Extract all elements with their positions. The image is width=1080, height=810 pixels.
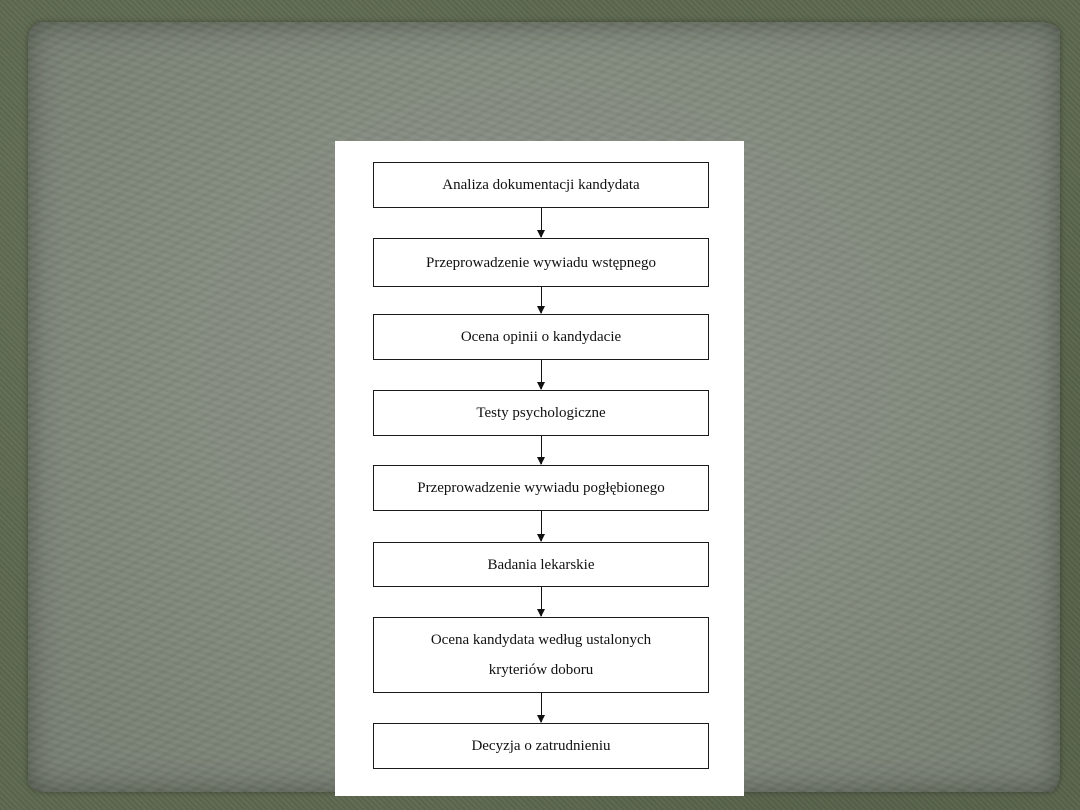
step-label-8: Decyzja o zatrudnieniu	[471, 738, 611, 754]
arrow-2-to-3	[537, 287, 545, 314]
flowchart-panel: Analiza dokumentacji kandydata Przeprowa…	[335, 141, 744, 796]
step-box-5: Przeprowadzenie wywiadu pogłębionego	[373, 465, 709, 511]
step-label-1: Analiza dokumentacji kandydata	[442, 177, 640, 193]
step-box-4: Testy psychologiczne	[373, 390, 709, 436]
step-label-2: Przeprowadzenie wywiadu wstępnego	[426, 254, 656, 271]
step-box-2: Przeprowadzenie wywiadu wstępnego	[373, 238, 709, 287]
arrow-6-to-7	[537, 587, 545, 617]
step-label-4: Testy psychologiczne	[476, 405, 606, 421]
step-label-3: Ocena opinii o kandydacie	[460, 329, 622, 345]
arrow-7-to-8	[537, 693, 545, 723]
step-box-7: Ocena kandydata według ustalonych kryter…	[373, 617, 709, 693]
step-label-5: Przeprowadzenie wywiadu pogłębionego	[417, 480, 665, 496]
step-label-6: Badania lekarskie	[487, 556, 595, 573]
step-box-6: Badania lekarskie	[373, 542, 709, 587]
arrow-4-to-5	[537, 436, 545, 465]
arrow-3-to-4	[537, 360, 545, 390]
step-label-7-line-1: Ocena kandydata według ustalonych	[430, 632, 652, 648]
step-label-7-line-2: kryteriów doboru	[488, 662, 594, 678]
step-box-8: Decyzja o zatrudnieniu	[373, 723, 709, 769]
step-box-1: Analiza dokumentacji kandydata	[373, 162, 709, 208]
step-box-3: Ocena opinii o kandydacie	[373, 314, 709, 360]
arrow-1-to-2	[537, 208, 545, 238]
arrow-5-to-6	[537, 511, 545, 542]
